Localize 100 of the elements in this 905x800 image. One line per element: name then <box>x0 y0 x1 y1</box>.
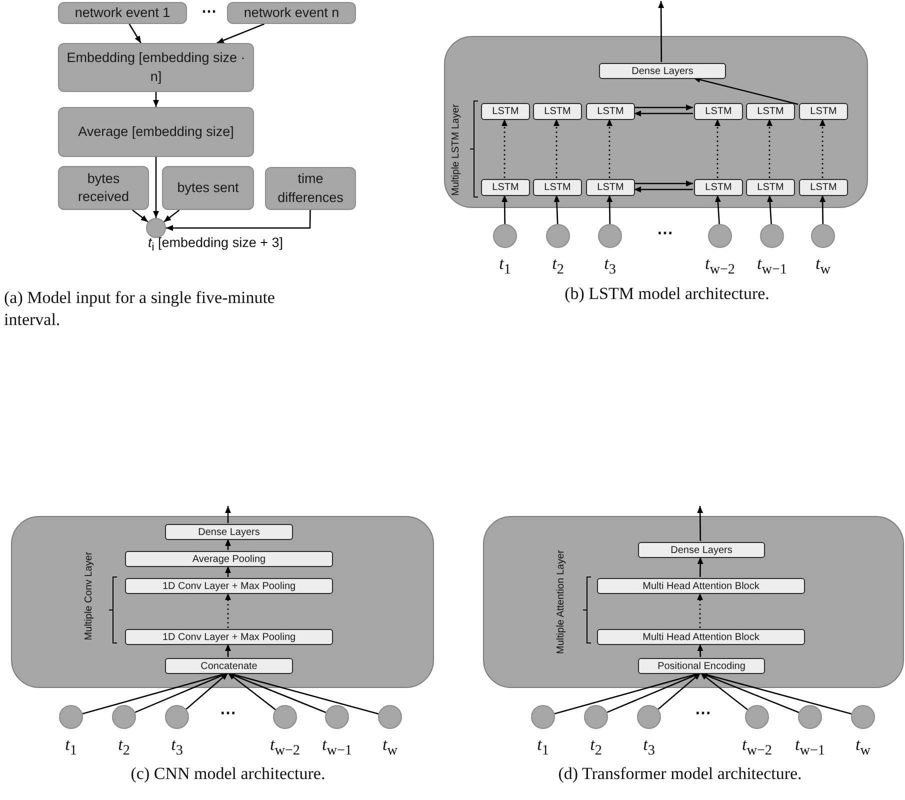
process-box: bytes received <box>58 166 149 210</box>
layer-box: LSTM <box>746 103 795 120</box>
layer-box: Dense Layers <box>165 524 293 540</box>
dotted-arrow <box>697 593 703 628</box>
arrow <box>697 506 704 541</box>
layer-box: LSTM <box>799 103 848 120</box>
time-step-label: t$_{1}$ <box>65 735 77 760</box>
arrow <box>606 195 613 224</box>
arrow <box>766 194 773 224</box>
input-circle <box>637 705 661 729</box>
layer-box: LSTM <box>586 179 635 196</box>
time-step-label: t$_{w−2}$ <box>270 735 300 760</box>
time-step-label: t$_{w}$ <box>382 735 398 760</box>
layer-box: Positional Encoding <box>638 658 765 674</box>
arrow <box>153 157 159 218</box>
input-circle <box>598 224 622 248</box>
time-step-label: t$_{w−2}$ <box>704 254 736 278</box>
time-step-label: t$_{i}$ [embedding size + 3] <box>148 235 283 254</box>
process-box: network event n <box>227 2 356 24</box>
dotted-arrow <box>225 593 231 628</box>
input-circle <box>59 705 83 729</box>
arrow <box>700 672 748 710</box>
arrow <box>225 539 231 550</box>
dotted-arrow <box>766 119 772 178</box>
dotted-arrow <box>714 119 720 178</box>
layer-box: Multi Head Attention Block <box>597 578 805 594</box>
process-box: time differences <box>265 167 356 210</box>
layer-box: 1D Conv Layer + Max Pooling <box>125 578 333 594</box>
layer-box: Dense Layers <box>638 542 765 558</box>
arrow <box>228 672 276 710</box>
input-circle <box>798 705 822 729</box>
layer-box: LSTM <box>481 103 530 120</box>
time-step-label: t$_{w−1}$ <box>756 254 788 278</box>
layer-box: LSTM <box>694 179 743 196</box>
arrow <box>153 92 159 107</box>
arrow <box>166 210 311 231</box>
time-step-label: t$_{3}$ <box>643 735 655 760</box>
arrow <box>693 76 798 105</box>
input-circle <box>546 224 570 248</box>
arrow <box>714 194 721 224</box>
figure-caption: (c) CNN model architecture. <box>130 764 326 784</box>
figure-caption: (d) Transformer model architecture. <box>558 764 802 784</box>
input-circle <box>112 705 136 729</box>
arrow <box>697 644 704 658</box>
input-circle <box>378 705 402 729</box>
bracket-label: Multiple Conv Layer <box>84 552 94 640</box>
input-circle <box>851 705 875 729</box>
layer-box: LSTM <box>533 103 582 120</box>
time-step-label: t$_{2}$ <box>118 735 130 760</box>
arrow <box>216 23 264 44</box>
time-step-label: t$_{w−1}$ <box>794 735 826 760</box>
layer-box: Multi Head Attention Block <box>597 629 805 645</box>
arrow <box>658 1 664 62</box>
input-circle <box>708 224 732 248</box>
time-step-label: t$_{w−2}$ <box>742 735 772 760</box>
dotted-arrow <box>502 119 508 178</box>
input-circle <box>584 705 608 729</box>
arrow <box>225 566 231 577</box>
layer-box: LSTM <box>746 179 795 196</box>
arrow <box>225 506 231 523</box>
arrow <box>502 195 508 224</box>
dotted-arrow <box>554 119 560 178</box>
dotted-arrow <box>820 119 826 178</box>
input-circle <box>325 705 349 729</box>
arrow <box>554 194 560 224</box>
ellipsis: ⋯ <box>694 704 712 724</box>
time-step-label: t$_{w}$ <box>856 735 870 760</box>
process-box: bytes sent <box>162 166 254 210</box>
layer-box: LSTM <box>586 103 635 120</box>
layer-box: Average Pooling <box>125 551 333 567</box>
figure-caption: (a) Model input for a single five-minute interval. <box>4 287 276 332</box>
input-circle <box>811 224 835 248</box>
arrow <box>164 209 180 222</box>
arrow <box>186 672 228 710</box>
layer-box: LSTM <box>533 179 582 196</box>
arrow <box>658 672 701 710</box>
ellipsis: ⋯ <box>656 224 674 244</box>
input-circle <box>760 224 784 248</box>
input-circle <box>146 218 166 238</box>
arrow <box>820 195 826 224</box>
layer-box: LSTM <box>481 179 530 196</box>
ellipsis: ⋯ <box>219 704 237 724</box>
bracket-label: Multiple LSTM Layer <box>450 104 462 196</box>
process-box: Embedding [embedding size · n] <box>58 43 254 92</box>
model-panel <box>444 36 868 208</box>
arrow <box>634 104 693 110</box>
arrow <box>132 209 148 222</box>
bracket-label: Multiple Attention Layer <box>556 550 566 654</box>
ellipsis: ⋯ <box>200 2 218 22</box>
process-box: network event 1 <box>58 2 187 24</box>
arrow <box>128 24 142 44</box>
arrow <box>634 110 693 116</box>
layer-box: 1D Conv Layer + Max Pooling <box>125 629 333 645</box>
time-step-label: t$_{2}$ <box>552 254 564 278</box>
layer-box: LSTM <box>694 103 743 120</box>
process-box: Average [embedding size] <box>58 107 254 157</box>
input-circle <box>493 224 517 248</box>
layer-box: Dense Layers <box>599 63 726 79</box>
time-step-label: t$_{2}$ <box>590 735 602 760</box>
model-panel <box>11 516 434 688</box>
